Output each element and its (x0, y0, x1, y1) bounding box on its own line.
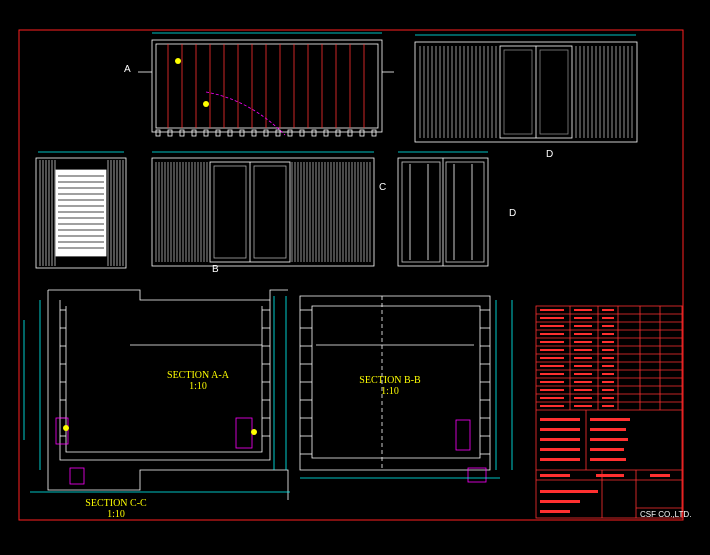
drawing-list-text (540, 418, 670, 513)
drawing-mark (359, 129, 365, 137)
drawing-mark (540, 365, 564, 367)
drawing-mark (602, 365, 614, 367)
drawing-mark (335, 129, 341, 137)
marker-dot (203, 101, 209, 107)
top-view-ribs (167, 44, 365, 128)
drawing-mark (299, 129, 305, 137)
drawing-mark (602, 373, 614, 375)
drawing-mark (602, 341, 614, 343)
title-block (535, 305, 683, 519)
top-view-corner-castings (155, 129, 377, 137)
drawing-mark (540, 381, 564, 383)
drawing-mark (574, 317, 592, 319)
section-cc-scale: 1:10 (107, 509, 125, 520)
marker-dot (251, 429, 257, 435)
drawing-mark (574, 381, 592, 383)
section-aa-hatching (60, 309, 270, 437)
drawing-mark (540, 317, 564, 319)
section-aa-title: SECTION A-A (167, 370, 229, 381)
container-front-end-view (35, 151, 127, 269)
drawing-mark (239, 129, 245, 137)
drawing-mark (167, 129, 173, 137)
section-aa-drawing (23, 289, 290, 500)
drawing-mark (574, 397, 592, 399)
drawing-mark (574, 405, 592, 407)
door-locking-bars (409, 164, 473, 260)
drawing-mark (540, 341, 564, 343)
drawing-mark (311, 129, 317, 137)
drawing-mark (574, 357, 592, 359)
container-top-view (138, 32, 394, 137)
title-block-company: CSF CO.,LTD. (640, 510, 692, 519)
drawing-mark (602, 309, 614, 311)
drawing-mark (602, 325, 614, 327)
drawing-mark (574, 333, 592, 335)
drawing-mark (574, 341, 592, 343)
marker-dot (63, 425, 69, 431)
front-end-ribs (39, 160, 124, 266)
container-side-view (414, 34, 638, 143)
drawing-mark (540, 357, 564, 359)
view-label-b: B (212, 264, 219, 275)
drawing-mark (347, 129, 353, 137)
drawing-mark (540, 333, 564, 335)
drawing-mark (574, 349, 592, 351)
section-aa-scale: 1:10 (189, 381, 207, 392)
drawing-mark (574, 325, 592, 327)
drawing-mark (540, 309, 564, 311)
view-label-a: A (124, 64, 131, 75)
drawing-mark (602, 397, 614, 399)
section-bb-scale: 1:10 (381, 386, 399, 397)
drawing-mark (215, 129, 221, 137)
drawing-mark (323, 129, 329, 137)
drawing-mark (540, 373, 564, 375)
spec-table-text (540, 309, 614, 407)
drawing-mark (574, 309, 592, 311)
drawing-mark (540, 325, 564, 327)
view-label-d-bottom: D (546, 149, 554, 160)
drawing-mark (574, 365, 592, 367)
drawing-mark (574, 389, 592, 391)
drawing-mark (191, 129, 197, 137)
view-label-c: C (379, 182, 387, 193)
drawing-mark (287, 129, 293, 137)
container-long-side-view (151, 151, 375, 267)
spec-table-rows (536, 313, 682, 403)
container-door-end-view (397, 151, 489, 267)
drawing-mark (263, 129, 269, 137)
drawing-mark (251, 129, 257, 137)
end-panel-lines (58, 175, 104, 249)
drawing-mark (602, 381, 614, 383)
view-label-d: D (509, 208, 517, 219)
drawing-mark (540, 389, 564, 391)
end-panel (55, 169, 107, 257)
section-bb-hatching (300, 309, 490, 455)
drawing-mark (155, 129, 161, 137)
drawing-mark (371, 129, 377, 137)
drawing-mark (602, 333, 614, 335)
drawing-mark (602, 317, 614, 319)
drawing-mark (227, 129, 233, 137)
section-cc-title: SECTION C-C (85, 498, 147, 509)
section-bb-title: SECTION B-B (359, 375, 421, 386)
drawing-mark (540, 397, 564, 399)
drawing-mark (602, 389, 614, 391)
drawing-mark (574, 373, 592, 375)
drawing-mark (540, 405, 564, 407)
section-bb-drawing (299, 295, 513, 483)
drawing-mark (203, 129, 209, 137)
drawing-mark (275, 129, 281, 137)
drawing-mark (540, 349, 564, 351)
drawing-mark (602, 357, 614, 359)
drawing-mark (602, 405, 614, 407)
marker-dot (175, 58, 181, 64)
long-side-corrugation (155, 162, 371, 262)
drawing-mark (602, 349, 614, 351)
side-view-corrugation (419, 46, 633, 138)
sheet-border (18, 29, 684, 521)
drawing-mark (179, 129, 185, 137)
